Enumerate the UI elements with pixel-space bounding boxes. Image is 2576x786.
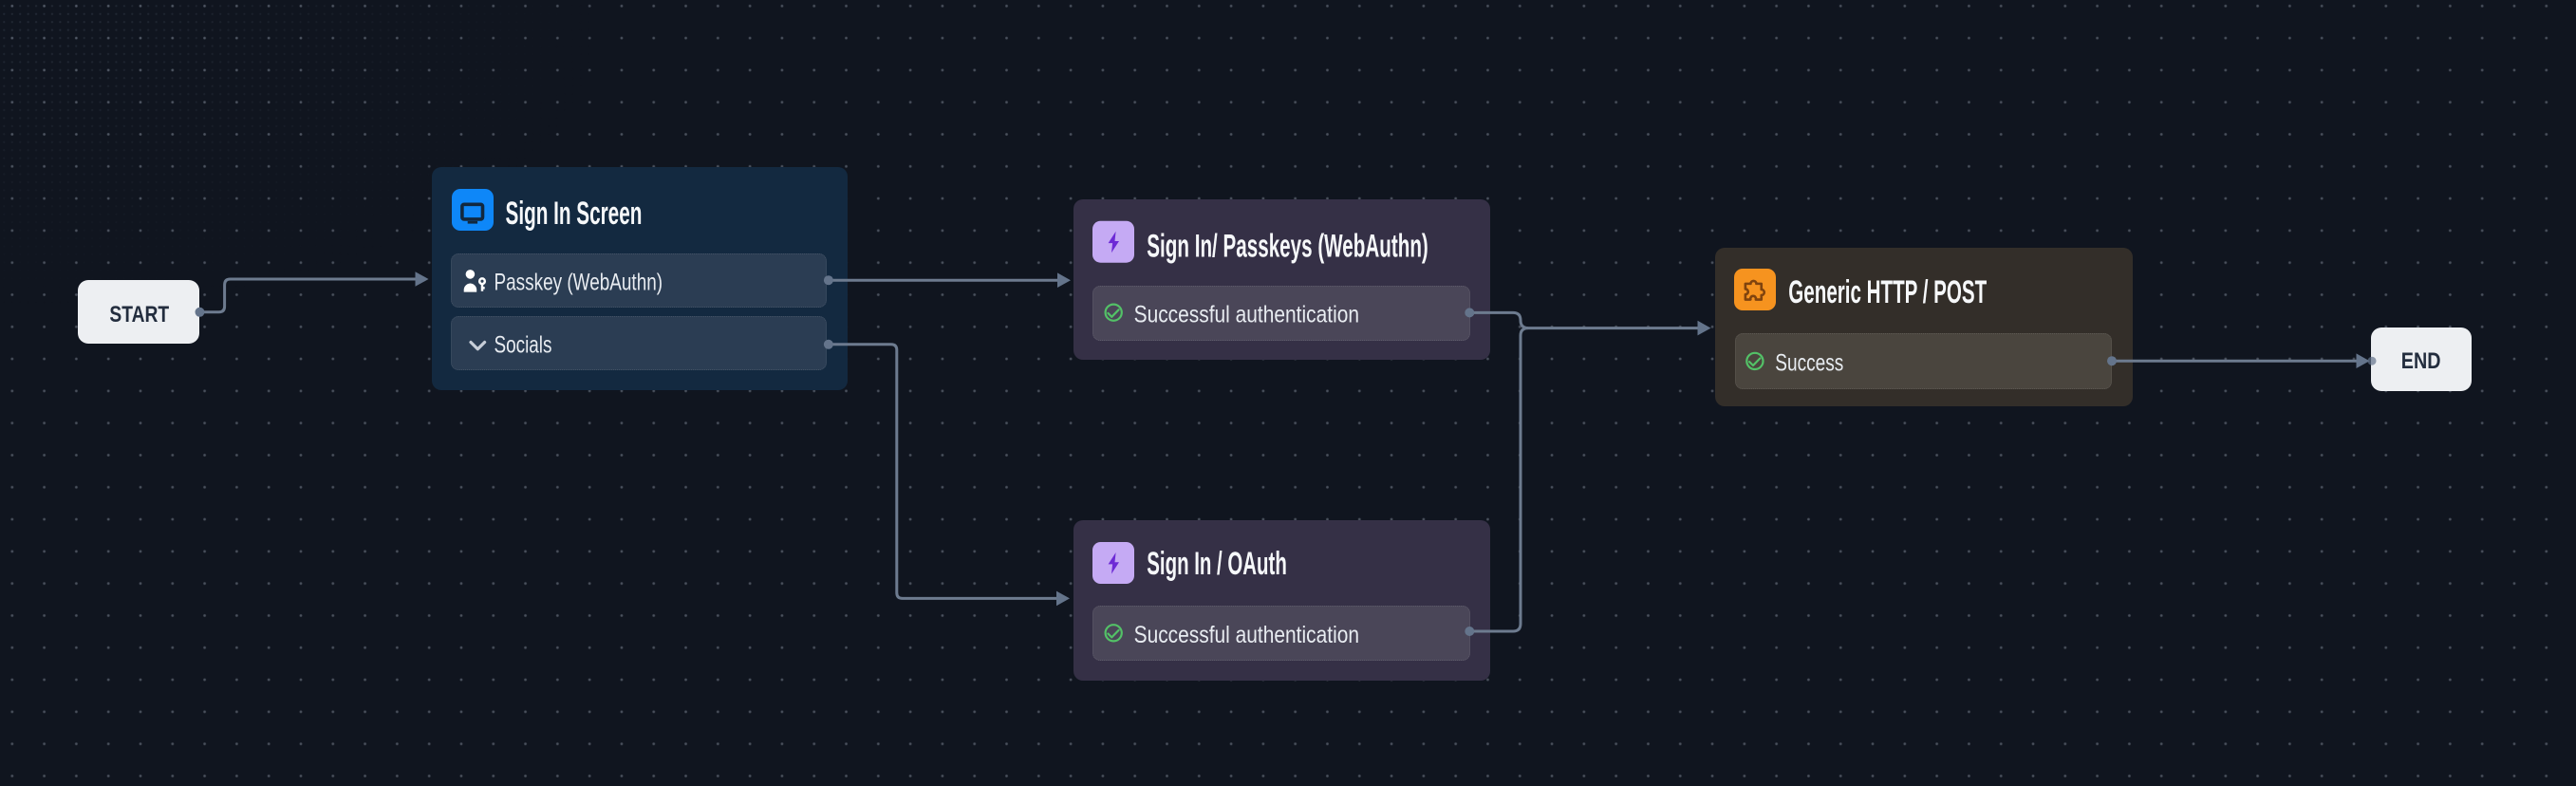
svg-text:Successful authentication: Successful authentication — [1134, 621, 1359, 647]
svg-text:START: START — [109, 301, 169, 328]
svg-text:END: END — [2401, 347, 2441, 373]
svg-text:Sign In / OAuth: Sign In / OAuth — [1147, 546, 1287, 582]
svg-text:Passkey (WebAuthn): Passkey (WebAuthn) — [495, 269, 663, 295]
svg-text:Sign In/ Passkeys (WebAuthn): Sign In/ Passkeys (WebAuthn) — [1147, 228, 1428, 263]
svg-text:Socials: Socials — [495, 331, 552, 358]
svg-text:Generic HTTP / POST: Generic HTTP / POST — [1788, 274, 1987, 310]
svg-text:Successful authentication: Successful authentication — [1134, 301, 1359, 328]
svg-text:Sign In Screen: Sign In Screen — [506, 196, 643, 231]
svg-text:Success: Success — [1775, 349, 1843, 376]
